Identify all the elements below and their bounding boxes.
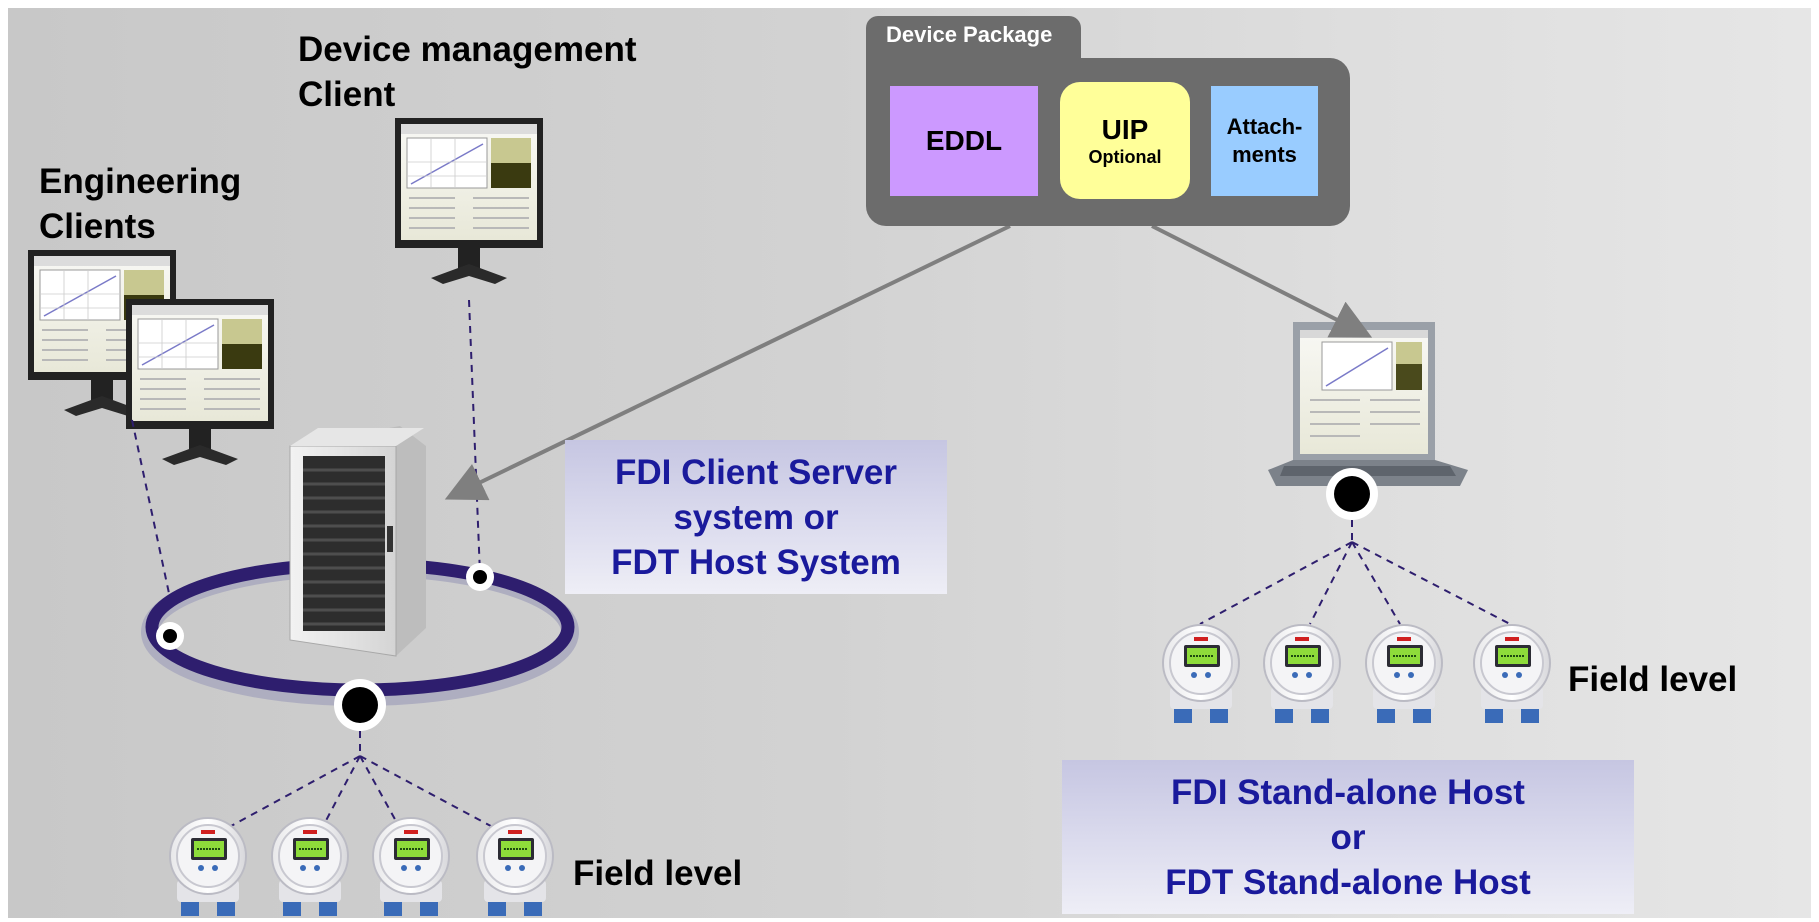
field-device	[1162, 624, 1240, 724]
standalone-line-3: FDT Stand-alone Host	[1165, 862, 1531, 902]
client-server-line-2: system or	[673, 497, 839, 537]
standalone-line-1: FDI Stand-alone Host	[1171, 772, 1525, 812]
field-device	[1263, 624, 1341, 724]
eddl-block: EDDL	[890, 86, 1038, 196]
field-device	[1365, 624, 1443, 724]
client-server-line-3: FDT Host System	[611, 542, 901, 582]
field-level-label-right: Field level	[1568, 660, 1738, 699]
attachments-label-line-2: ments	[1232, 142, 1297, 167]
right-field-links	[1199, 520, 1511, 625]
server-cabinet	[289, 426, 426, 657]
standalone-host-box: FDI Stand-alone Host or FDT Stand-alone …	[1062, 760, 1634, 914]
engineering-label-line-2: Clients	[39, 207, 156, 246]
package-to-laptop-arrow	[1151, 224, 1373, 338]
uip-optional-label: Optional	[1088, 146, 1162, 167]
device-package-title: Device Package	[886, 22, 1053, 47]
field-device	[476, 817, 554, 917]
device-management-client-label: Device management Client	[298, 27, 636, 117]
standalone-line-2: or	[1330, 817, 1366, 857]
device-management-monitor	[394, 117, 544, 285]
engineering-client-link	[131, 419, 171, 599]
device-management-label-line-2: Client	[298, 75, 396, 114]
uip-block: UIP Optional	[1060, 82, 1190, 199]
engineering-clients-label: Engineering Clients	[39, 159, 241, 249]
package-to-server-arrow	[444, 224, 1011, 501]
laptop	[1268, 322, 1468, 486]
client-server-box: FDI Client Server system or FDT Host Sys…	[565, 440, 947, 594]
attachments-label-line-1: Attach-	[1226, 114, 1303, 139]
uip-label: UIP	[1101, 113, 1149, 145]
engineering-label-line-1: Engineering	[39, 162, 242, 201]
attachments-block: Attach- ments	[1211, 86, 1318, 196]
field-device	[1473, 624, 1551, 724]
field-device	[271, 817, 349, 917]
device-management-label-line-1: Device management	[298, 30, 637, 69]
client-server-line-1: FDI Client Server	[614, 452, 898, 492]
device-package-tab	[866, 16, 1081, 66]
engineering-client-monitor-2	[125, 298, 275, 466]
field-device	[169, 817, 247, 917]
field-level-label-left: Field level	[573, 854, 743, 893]
eddl-label: EDDL	[925, 125, 1003, 156]
left-field-links	[219, 731, 503, 833]
field-device	[372, 817, 450, 917]
device-management-link	[468, 299, 481, 575]
